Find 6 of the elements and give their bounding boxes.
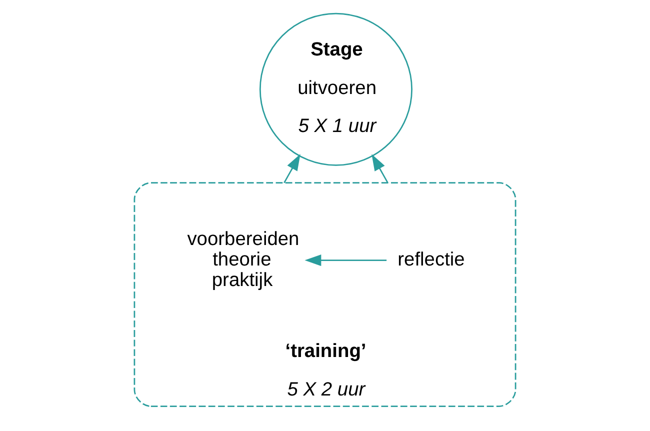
arrow (284, 154, 300, 184)
node-circle: Stage uitvoeren 5 X 1 uur (259, 12, 412, 166)
node-text: reflectie (398, 249, 465, 270)
arrow (372, 154, 388, 184)
node-text: voorbereiden theorie praktijk (187, 228, 300, 291)
arrow (304, 254, 387, 266)
